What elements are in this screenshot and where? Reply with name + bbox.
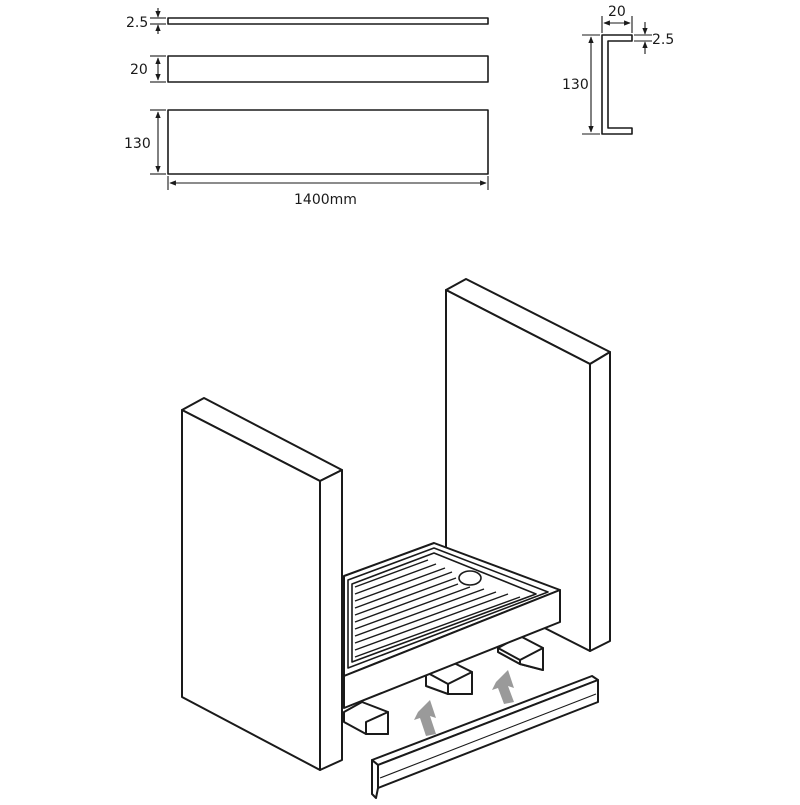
dim-depth: 20: [130, 55, 166, 83]
profile-width-label: 20: [608, 4, 626, 20]
front-profile-strip: [371, 675, 599, 799]
tray-grooves: [354, 559, 521, 658]
profile-height-label: 130: [562, 77, 589, 93]
left-side-panel: [181, 397, 343, 771]
shower-tray: [343, 542, 561, 709]
strip-view-thickness: [167, 17, 489, 25]
arrow-up-left: [414, 700, 436, 736]
length-label: 1400mm: [294, 192, 357, 208]
panel-views: 2.5 20 130 1400mm: [124, 8, 489, 208]
profile-shape: [601, 34, 633, 135]
thickness-label: 2.5: [126, 15, 148, 31]
profile-section: 20 2.5 130: [562, 4, 674, 135]
profile-thickness-label: 2.5: [652, 32, 674, 48]
strip-view-depth: [167, 55, 489, 83]
height-label: 130: [124, 136, 151, 152]
dim-length: 1400mm: [167, 176, 489, 208]
drain-hole: [458, 570, 482, 586]
depth-label: 20: [130, 62, 148, 78]
arrow-up-right: [492, 670, 514, 704]
assembly-illustration: [181, 278, 611, 799]
strip-view-height: [167, 109, 489, 175]
dim-thickness: 2.5: [126, 8, 166, 34]
dim-height: 130: [124, 109, 166, 175]
insert-arrows: [414, 670, 514, 736]
